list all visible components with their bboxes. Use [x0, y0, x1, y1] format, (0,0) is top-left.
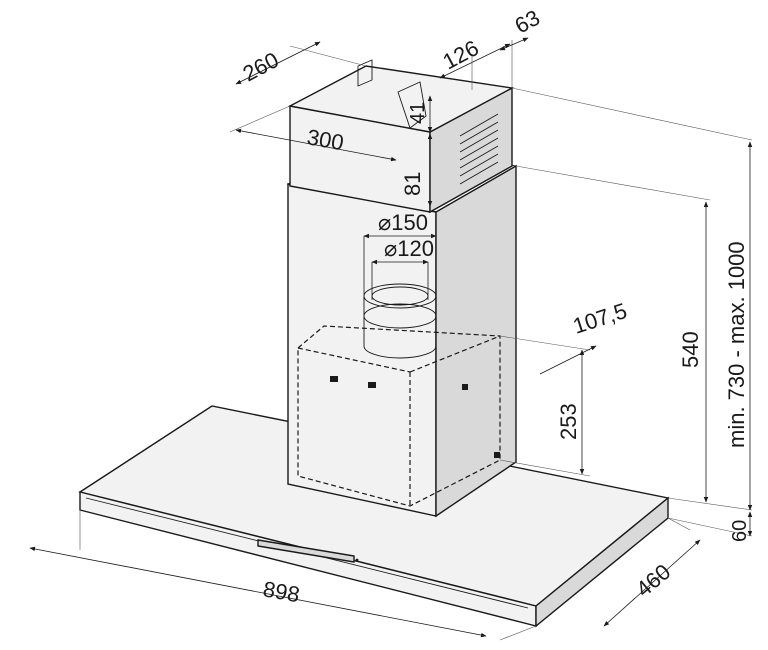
dim-line-63	[499, 37, 529, 51]
dim-line-898	[29, 546, 487, 638]
label-total-height: min. 730 - max. 1000	[724, 241, 749, 448]
dim-line-260	[235, 41, 321, 85]
bracket-arm	[397, 81, 427, 129]
dim-line-460	[603, 539, 701, 627]
label-107-5: 107,5	[570, 298, 630, 339]
label-126: 126	[439, 35, 483, 74]
label-inner-diameter: ⌀120	[384, 236, 434, 261]
label-60: 60	[729, 520, 751, 542]
dim-line-300	[235, 128, 397, 162]
label-898: 898	[261, 576, 302, 607]
label-253: 253	[556, 403, 581, 440]
dim-line-126	[439, 43, 511, 79]
dimension-lines	[29, 37, 753, 638]
label-63: 63	[511, 5, 544, 39]
extension-lines	[79, 40, 753, 641]
label-260: 260	[239, 47, 283, 86]
dim-line-107-5	[539, 345, 597, 375]
label-outer-diameter: ⌀150	[378, 210, 428, 235]
label-540: 540	[678, 331, 703, 368]
label-81: 81	[400, 172, 425, 196]
mounting-bracket	[357, 59, 373, 87]
chimney-side-face	[435, 164, 517, 518]
label-41: 41	[407, 102, 429, 124]
upper-vent-grille	[459, 113, 499, 185]
